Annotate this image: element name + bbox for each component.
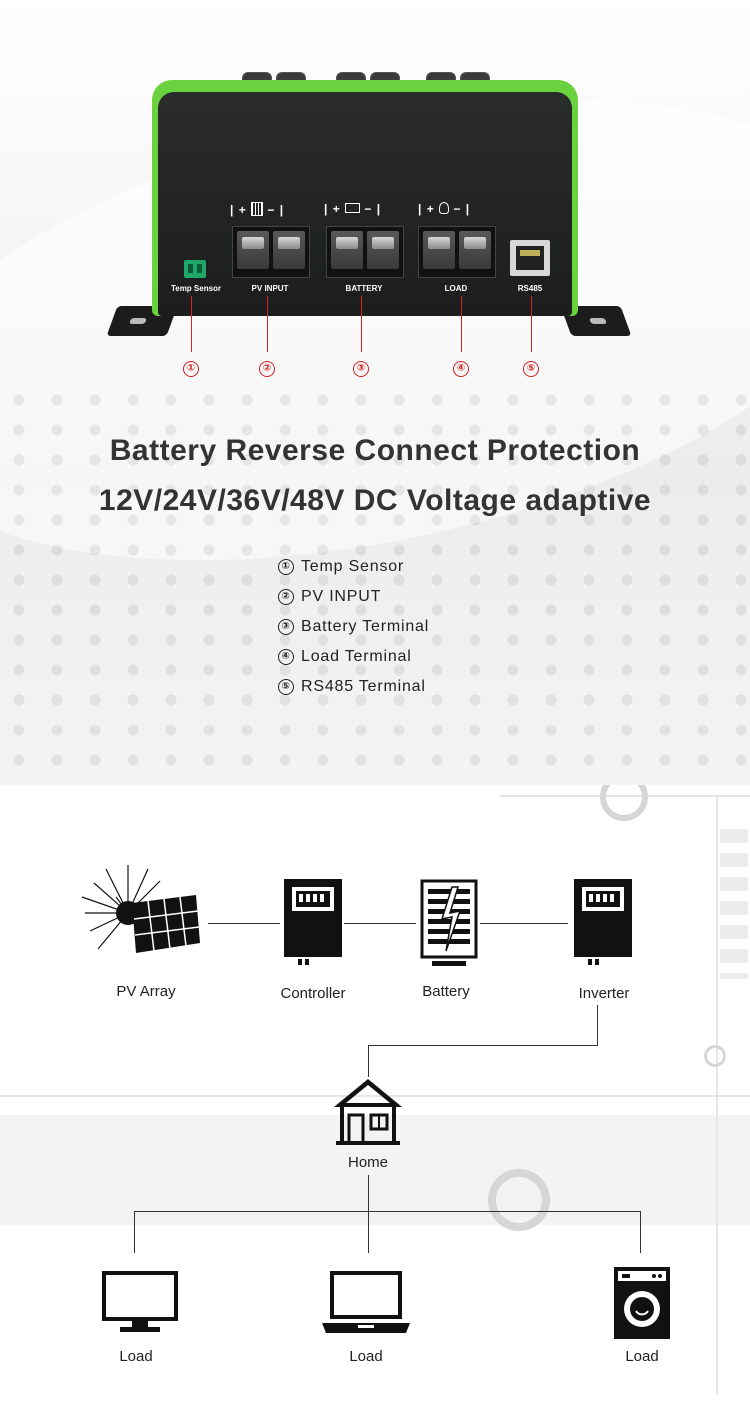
callout-number-2: ② [259, 361, 275, 377]
node-label-battery: Battery [422, 983, 470, 1000]
background-line [716, 795, 718, 1395]
callout-leader-2 [267, 296, 268, 352]
legend-number: ⑤ [278, 679, 294, 695]
node-label-inverter: Inverter [578, 985, 630, 1002]
decorative-ring [600, 785, 648, 821]
node-label-controller: Controller [280, 985, 346, 1002]
legend-item-2: ② PV INPUT [278, 588, 381, 606]
washing-machine-icon [614, 1267, 670, 1339]
connector-controller-battery [344, 923, 416, 924]
port-label-temp-sensor: Temp Sensor [170, 284, 222, 293]
legend-text: Load Terminal [301, 648, 412, 665]
connector-load-3 [640, 1211, 641, 1253]
legend-text: Battery Terminal [301, 618, 430, 635]
legend-number: ③ [278, 619, 294, 635]
legend-item-4: ④ Load Terminal [278, 648, 412, 666]
legend-number: ② [278, 589, 294, 605]
connector-battery-inverter [480, 923, 568, 924]
connector-home-down [368, 1175, 369, 1253]
node-label-load-2: Load [349, 1348, 383, 1365]
decorative-ring [488, 1169, 550, 1231]
port-label-rs485: RS485 [517, 284, 543, 293]
callout-number-3: ③ [353, 361, 369, 377]
headline-voltage: 12V/24V/36V/48V DC Voltage adaptive [98, 484, 652, 517]
solar-panel-icon [81, 865, 200, 953]
legend-text: RS485 Terminal [301, 678, 426, 695]
bulb-icon [439, 202, 450, 214]
connector-pv-controller [208, 923, 280, 924]
callout-leader-3 [361, 296, 362, 352]
pv-polarity-marking: | + − | [230, 202, 285, 217]
load-terminal [418, 226, 496, 278]
background-line [0, 1095, 750, 1097]
system-diagram: PV Array Controller Battery Inverter Hom… [0, 785, 750, 1424]
product-section: | + − | | + − | | + − | [0, 0, 750, 785]
node-label-load-1: Load [119, 1348, 153, 1365]
temp-sensor-connector [184, 260, 206, 278]
background-dot-pattern [0, 385, 750, 785]
charge-controller-device: | + − | | + − | | + − | [152, 72, 578, 316]
node-label-home: Home [347, 1154, 388, 1171]
solar-panel-icon [251, 202, 264, 216]
connector-home-top [368, 1045, 369, 1077]
battery-icon [345, 203, 361, 213]
legend-item-1: ① Temp Sensor [278, 558, 404, 576]
battery-polarity-marking: | + − | [324, 202, 382, 216]
callout-number-4: ④ [453, 361, 469, 377]
controller-icon [284, 879, 342, 965]
pv-input-terminal [232, 226, 310, 278]
connector-load-1 [134, 1211, 135, 1253]
callout-leader-4 [461, 296, 462, 352]
callout-leader-5 [531, 296, 532, 352]
connector-loads-bus [134, 1211, 640, 1212]
connector-inverter-down [597, 1005, 598, 1045]
legend-item-3: ③ Battery Terminal [278, 618, 429, 636]
port-label-pv-input: PV INPUT [251, 284, 289, 293]
callout-number-5: ⑤ [523, 361, 539, 377]
node-label-load-3: Load [625, 1348, 659, 1365]
laptop-icon [322, 1271, 410, 1333]
home-icon [334, 1079, 402, 1145]
decorative-chevrons [720, 829, 748, 979]
legend-number: ① [278, 559, 294, 575]
legend-item-5: ⑤ RS485 Terminal [278, 678, 426, 696]
legend-text: Temp Sensor [301, 558, 405, 575]
load-polarity-marking: | + − | [418, 202, 471, 216]
headline-protection: Battery Reverse Connect Protection [109, 434, 641, 467]
port-label-load: LOAD [444, 284, 468, 293]
decorative-ring [704, 1045, 726, 1067]
battery-icon [420, 879, 478, 966]
background-band [0, 1115, 750, 1225]
rs485-port [510, 240, 550, 276]
connector-inverter-home [368, 1045, 598, 1046]
legend-text: PV INPUT [301, 588, 382, 605]
device-front-panel [158, 92, 572, 316]
callout-number-1: ① [183, 361, 199, 377]
inverter-icon [574, 879, 632, 965]
legend-number: ④ [278, 649, 294, 665]
monitor-icon [102, 1271, 178, 1332]
callout-leader-1 [191, 296, 192, 352]
node-label-pv-array: PV Array [116, 983, 176, 1000]
battery-terminal [326, 226, 404, 278]
port-label-battery: BATTERY [345, 284, 383, 293]
